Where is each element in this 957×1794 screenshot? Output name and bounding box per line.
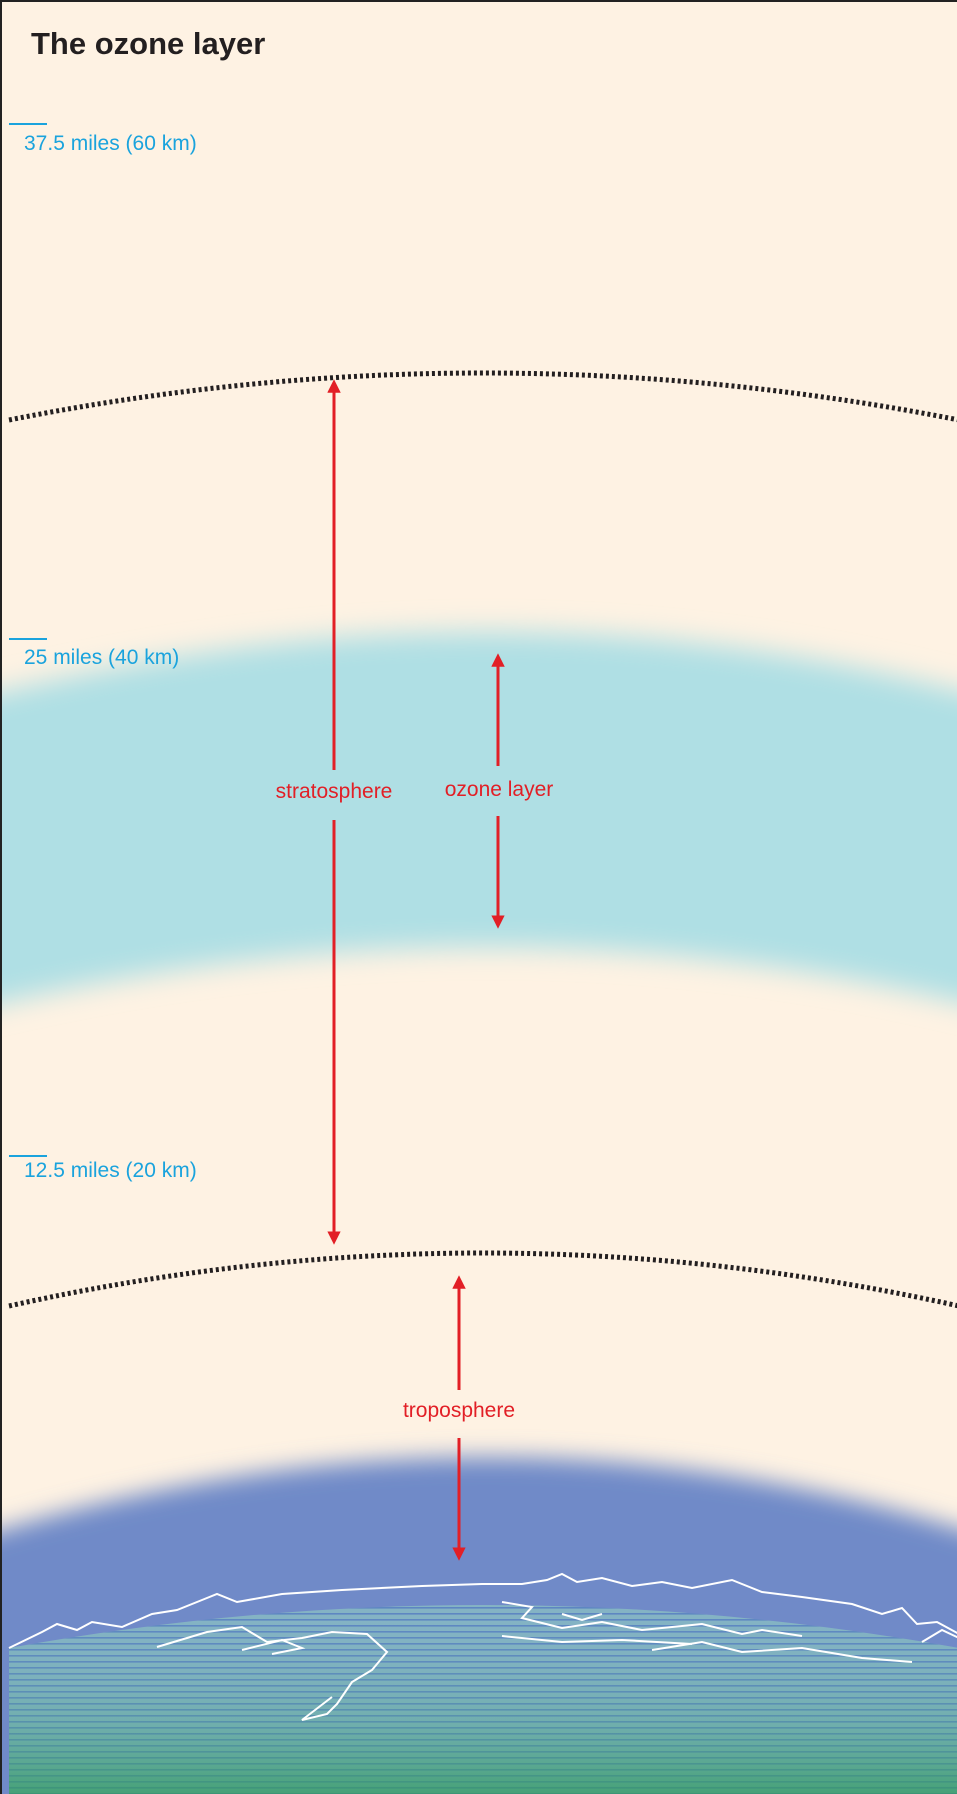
tropopause-boundary (8, 1250, 957, 1309)
altitude-label-40km: 25 miles (40 km) (24, 646, 180, 669)
earth-surface (8, 1572, 957, 1794)
coastline (8, 1572, 957, 1649)
ozone-band (2, 632, 957, 1003)
altitude-label-20km: 12.5 miles (20 km) (24, 1159, 197, 1182)
stratosphere-label: stratosphere (275, 780, 393, 803)
altitude-tick-20km (9, 1155, 47, 1157)
diagram-title: The ozone layer (31, 26, 266, 61)
altitude-tick-60km (9, 123, 47, 125)
stratopause-boundary (8, 370, 957, 423)
altitude-label-60km: 37.5 miles (60 km) (24, 132, 197, 155)
ozone-layer-label: ozone layer (444, 778, 554, 801)
altitude-tick-40km (9, 638, 47, 640)
troposphere-label: troposphere (402, 1399, 516, 1422)
